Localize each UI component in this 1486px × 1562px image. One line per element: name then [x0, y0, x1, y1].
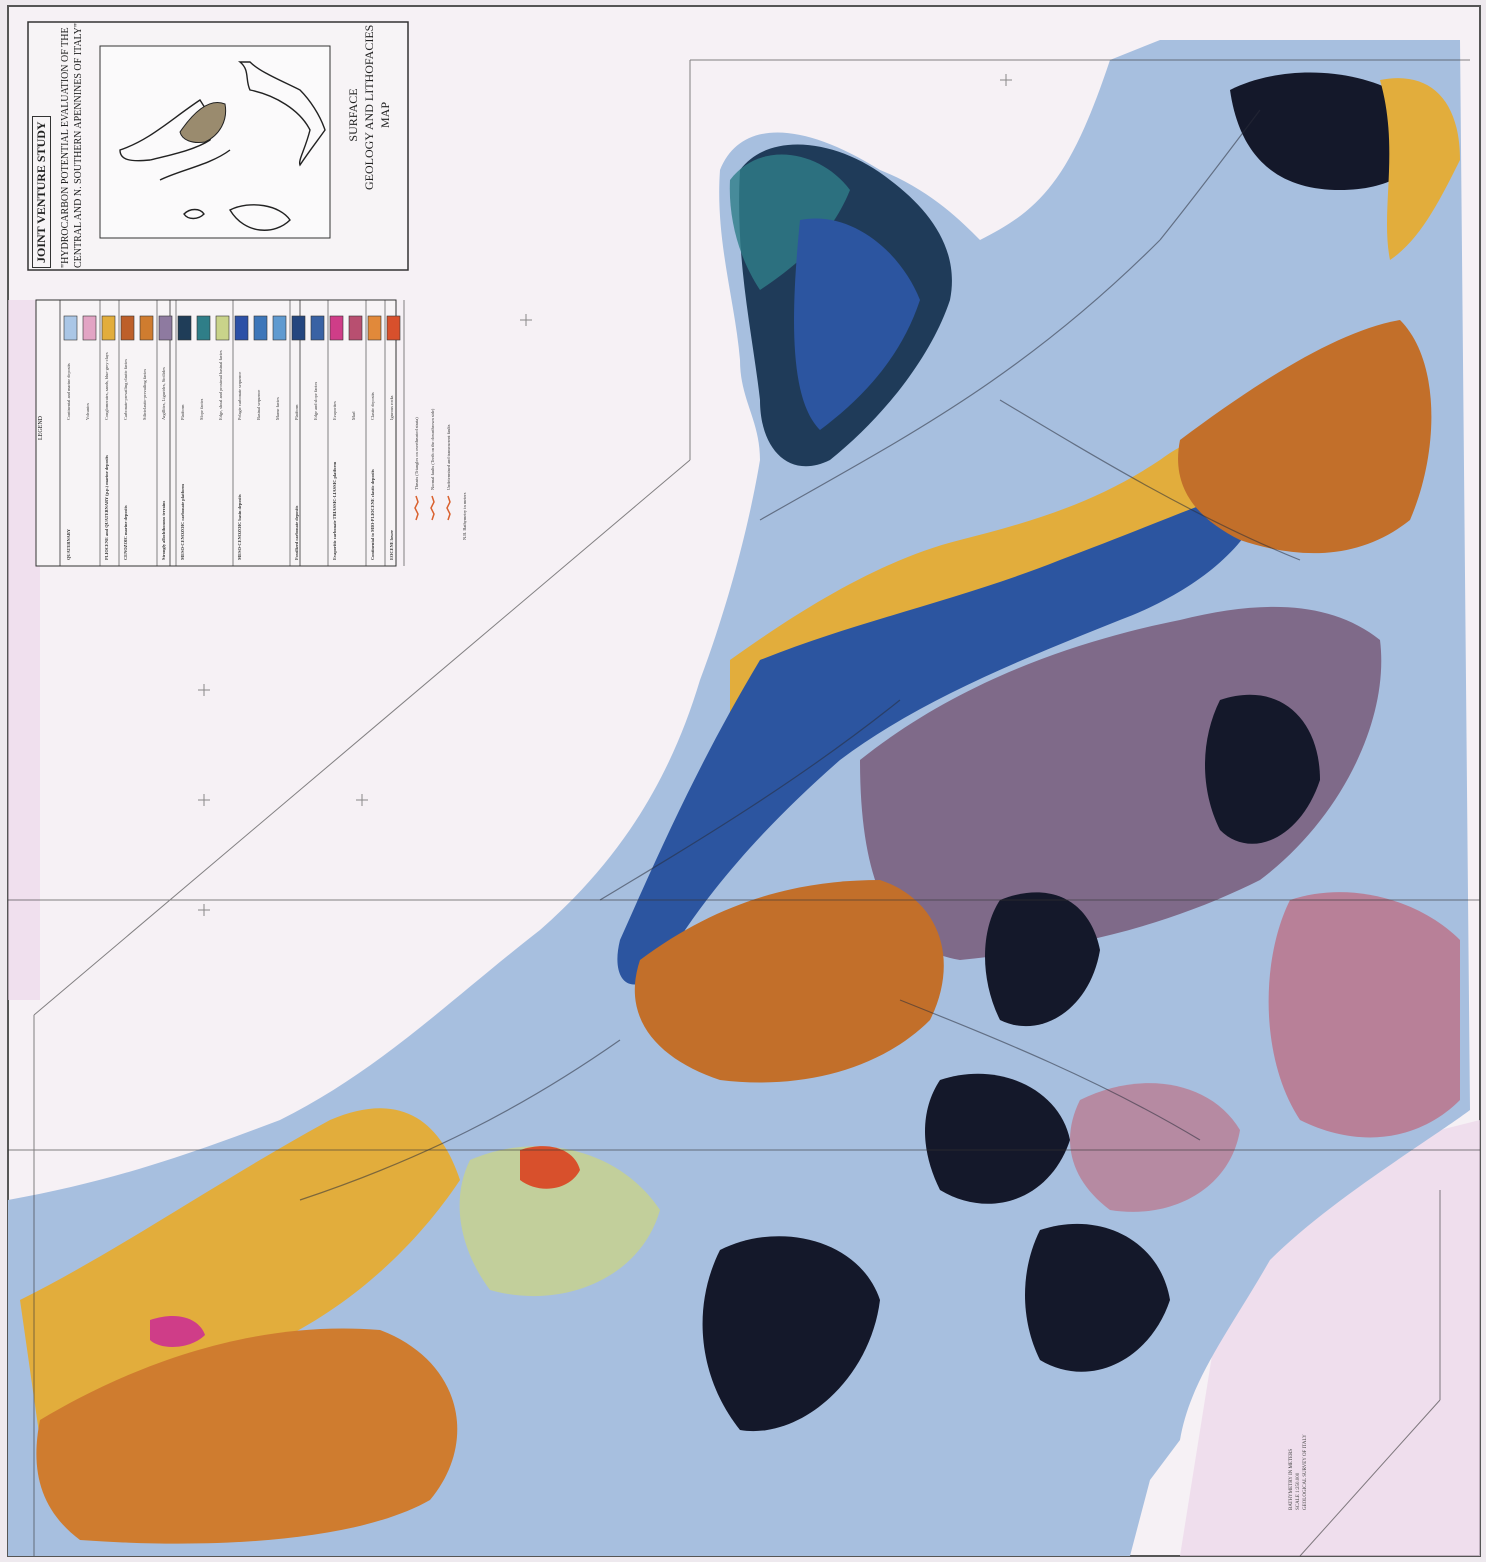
legend-row-label: Pelagic carbonate sequence — [237, 371, 242, 420]
legend-row-label: Edge and slope facies — [313, 381, 318, 420]
legend-row-label: Argillites, Ligurides, Sicilides — [161, 367, 166, 420]
legend-group-label: CENOZOIC marine deposits — [123, 505, 128, 560]
project-title-line1: "HYDROCARBON POTENTIAL EVALUATION OF THE — [60, 27, 71, 268]
legend-swatch — [272, 315, 287, 341]
pink-terrain-east — [1268, 892, 1460, 1138]
dark-platform-2 — [925, 1073, 1070, 1204]
fault-legend-label: Undetermined and transcurrent faults — [446, 424, 451, 490]
index-map-box — [99, 45, 331, 239]
map-title-line2: GEOLOGY AND LITHOFACIES — [362, 24, 376, 190]
legend-swatch — [234, 315, 249, 341]
study-title: JOINT VENTURE STUDY — [32, 116, 51, 268]
legend-row-label: Marne facies — [275, 397, 280, 420]
index-map-italy-outline — [119, 61, 326, 231]
legend-row-label: Siliciclastic-prevailing facies — [142, 368, 147, 420]
project-title-line2: CENTRAL AND N. SOUTHERN APENNINES OF ITA… — [73, 23, 84, 268]
dark-platform-4 — [1025, 1223, 1170, 1372]
legend-swatch — [139, 315, 154, 341]
promontory-basin — [794, 218, 920, 430]
legend-swatch — [120, 315, 135, 341]
legend-swatch — [82, 315, 97, 341]
grid-crosses — [198, 74, 1012, 916]
legend-row-label: Platform — [294, 404, 299, 420]
legend-row-label: Edge, shoal and proximal basinal facies — [218, 350, 223, 420]
platform-edge-southwest — [459, 1146, 660, 1297]
legend-group-label: Fossilized carbonate deposits — [294, 505, 299, 560]
map-title: SURFACE GEOLOGY AND LITHOFACIES MAP — [345, 24, 393, 190]
legend-row-label: Slope facies — [199, 398, 204, 420]
legend-swatch — [101, 315, 116, 341]
legend-row-label: Volcanics — [85, 403, 90, 420]
bottom-note-line3: GEOLOGICAL SURVEY OF ITALY — [1303, 1434, 1308, 1510]
legend-group-label: MESO-CENOZOIC basin deposits — [237, 494, 242, 560]
dark-platform-3 — [702, 1236, 880, 1432]
pink-terrain-center — [1070, 1083, 1240, 1212]
basin-belt — [617, 480, 1270, 985]
evaporite-patch — [150, 1315, 205, 1347]
legend-row-label: Continental and marine deposits — [66, 363, 71, 420]
title-block: JOINT VENTURE STUDY "HYDROCARBON POTENTI… — [32, 23, 85, 268]
map-grid — [8, 59, 1480, 1557]
index-map-study-area — [179, 102, 227, 143]
pliocene-west — [20, 1108, 460, 1440]
north-pliocene — [1380, 78, 1460, 260]
dark-platform-1 — [985, 892, 1100, 1027]
legend-row-label: Marl — [351, 411, 356, 420]
legend-box — [35, 299, 397, 567]
legend-row-label: Conglomerates, sands, blue-grey clays — [104, 352, 109, 420]
fault-line-symbol — [414, 495, 419, 521]
legend-row-label: Carbonate-prevailing clastic facies — [123, 359, 128, 420]
fault-line-symbol — [446, 495, 451, 521]
cenozoic-southwest — [36, 1328, 458, 1544]
map-title-line1: SURFACE — [346, 88, 360, 142]
map-title-line3: MAP — [378, 102, 392, 129]
legend-swatch — [329, 315, 344, 341]
dark-platform-5 — [1205, 694, 1320, 844]
igneous-patch — [520, 1146, 580, 1189]
legend-group-label: Continental to MIO-PLIOCENE clastic depo… — [370, 469, 375, 560]
legend-swatches — [63, 315, 401, 341]
bottom-note-line1: BATHYMETRY IN METERS — [1289, 1448, 1294, 1510]
legend-swatch — [63, 315, 78, 341]
legend-group-label: QUATERNARY — [66, 529, 71, 560]
legend-row-label: Evaporites — [332, 401, 337, 420]
legend-swatch — [177, 315, 192, 341]
legend-swatch — [367, 315, 382, 341]
fault-legend-label: Thrusts (Triangles on overthrusted strat… — [414, 417, 419, 490]
cenozoic-east — [1178, 320, 1432, 554]
legend-swatch — [291, 315, 306, 341]
road-network — [299, 109, 1301, 1201]
legend-swatch — [215, 315, 230, 341]
sea-tint-west — [8, 300, 40, 1000]
legend-swatch — [348, 315, 363, 341]
legend-note: N.B. Bathymetry in meters — [462, 492, 467, 540]
legend-row-label: Clastic deposits — [370, 392, 375, 420]
cenozoic-center — [634, 880, 944, 1083]
bottom-note: BATHYMETRY IN METERS SCALE 1:250.000 GEO… — [1288, 1434, 1309, 1510]
legend-swatch — [310, 315, 325, 341]
legend-swatch — [158, 315, 173, 341]
legend-group-label: PLIOCENE and QUATERNARY (p.p.) marine de… — [104, 455, 109, 560]
legend-dividers — [99, 300, 405, 566]
legend-group-label: EOCENE lower — [389, 529, 394, 560]
legend-group-label: Strongly allochthonous terrains — [161, 500, 166, 560]
legend-row-label: Basinal sequence — [256, 389, 261, 420]
legend-swatch — [253, 315, 268, 341]
legend-swatch — [386, 315, 401, 341]
bottom-note-line2: SCALE 1:250.000 — [1296, 1472, 1301, 1510]
fault-line-symbol — [430, 495, 435, 521]
legend-group-label: Evaporitic carbonate TRIASSIC-LIASSIC pl… — [332, 461, 337, 560]
legend-group-label: MESO-CENOZOIC carbonate platform — [180, 484, 185, 560]
promontory-slope — [729, 154, 850, 290]
legend-row-label: Igneous rocks — [389, 395, 394, 420]
legend-heading: LEGEND — [38, 416, 44, 440]
fault-legend-label: Normal faults (Teeth on the downthrown s… — [430, 408, 435, 490]
legend-swatch — [196, 315, 211, 341]
legend-row-label: Platform — [180, 404, 185, 420]
north-platform — [1230, 72, 1427, 190]
fault-symbols — [414, 495, 451, 521]
